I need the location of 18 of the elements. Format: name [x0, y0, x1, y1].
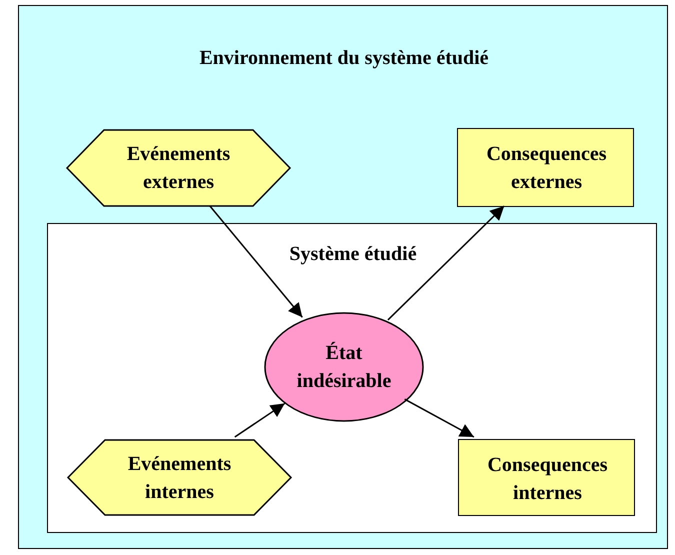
state-ellipse [264, 312, 424, 422]
node-label: Consequences internes [486, 453, 608, 506]
arrow [387, 205, 505, 320]
panel-title: Environnement du système étudié [198, 46, 490, 71]
node-label: Evénements externes [126, 142, 232, 195]
consequence-box [458, 439, 635, 516]
system-panel [47, 223, 657, 533]
node-label: Evénements internes [126, 452, 232, 505]
environment-panel [18, 5, 668, 549]
consequence-box [457, 128, 634, 207]
panel-title: Système étudié [288, 242, 418, 267]
arrow [234, 402, 286, 438]
arrow [404, 398, 474, 438]
event-hexagon [67, 439, 292, 516]
arrow [209, 206, 303, 318]
node-label: État indésirable [296, 340, 392, 394]
event-hexagon [66, 129, 291, 207]
node-label: Consequences externes [485, 142, 608, 195]
